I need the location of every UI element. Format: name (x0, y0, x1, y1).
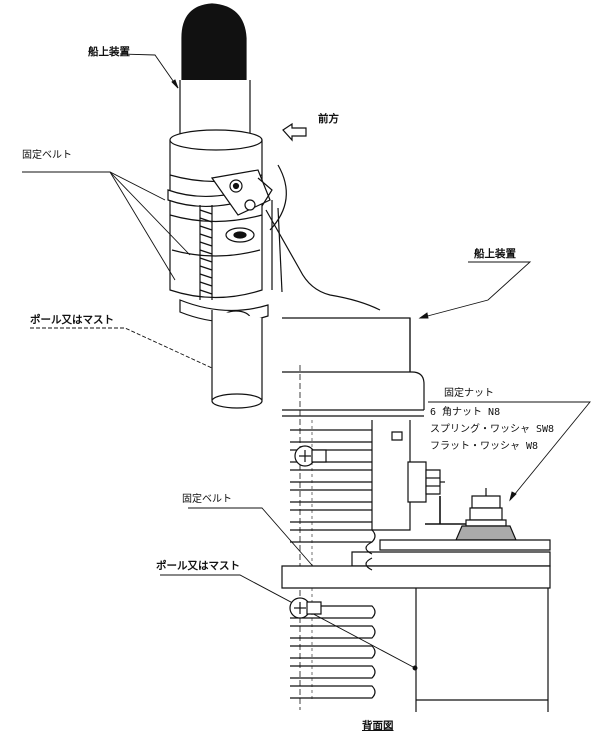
label-flat-washer: フラット・ワッシャ W8 (430, 441, 539, 452)
back-screw-upper (295, 446, 326, 466)
back-view (282, 318, 550, 712)
forward-arrow (283, 124, 306, 140)
mounting-plate (282, 540, 550, 588)
label-top-belt: 固定ベルト (22, 150, 72, 161)
pole-back-view (416, 588, 548, 712)
label-lower-pole: ポール又はマスト (156, 560, 240, 572)
label-forward: 前方 (318, 113, 339, 125)
label-hex-nut: 6 角ナット N8 (430, 407, 501, 418)
label-fixing-nut: 固定ナット (444, 388, 494, 399)
back-screw-lower (290, 598, 321, 618)
label-lower-belt: 固定ベルト (182, 494, 232, 505)
label-top-device: 船上装置 (88, 46, 130, 58)
device-top-outline (282, 318, 410, 372)
label-back-view: 背面図 (362, 720, 394, 732)
label-top-pole: ポール又はマスト (30, 314, 114, 326)
pole-perspective (212, 310, 262, 406)
device-perspective-view (168, 4, 380, 408)
internal-bracket (372, 420, 410, 530)
belt-threaded-segment (200, 205, 212, 300)
mount-bracket (212, 170, 272, 215)
leader-lines (22, 54, 590, 670)
label-spring-washer: スプリング・ワッシャ SW8 (430, 424, 555, 435)
label-right-device: 船上装置 (474, 248, 516, 260)
fixing-nut (456, 488, 516, 540)
